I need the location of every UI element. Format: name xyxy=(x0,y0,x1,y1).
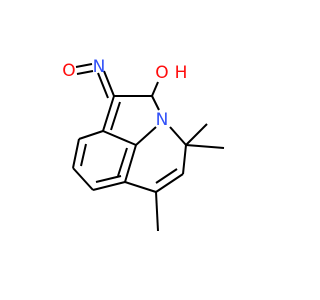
bond-c2-oh xyxy=(151,81,159,97)
bond-c4-me-a xyxy=(185,123,208,146)
atom-label-o-nitroso: O xyxy=(62,61,75,81)
bond-c9-c8-inner xyxy=(80,143,87,167)
bond-c9-c8 xyxy=(72,138,80,169)
bond-c4-c5 xyxy=(182,144,187,175)
bond-c1-c9a xyxy=(102,95,115,132)
molecule-structure: O N O H N xyxy=(62,57,225,232)
bond-c6-c6a xyxy=(124,181,157,193)
bond-n-c1-double-a xyxy=(103,70,115,97)
atom-label-n-nitroso: N xyxy=(93,57,106,77)
bond-n-c1-double-b xyxy=(97,72,109,99)
bond-c4-me-b xyxy=(185,144,225,149)
bond-c9a-c9 xyxy=(78,130,104,140)
bond-c7-c6a-inner xyxy=(95,175,122,183)
bond-n-c8a xyxy=(135,126,157,146)
bond-o-n-double-a xyxy=(75,63,93,68)
bond-c6a-c8a xyxy=(124,144,137,183)
atom-label-n-ring: N xyxy=(156,110,169,130)
bond-c7-c6a xyxy=(92,181,126,191)
atom-label-o-hydroxyl: O xyxy=(155,63,168,83)
atom-labels: O N O H N xyxy=(62,57,187,130)
bond-o-n-double-b xyxy=(76,70,94,75)
bond-c5-c6-inner xyxy=(155,168,178,184)
bond-c6a-c8a-inner xyxy=(117,147,128,177)
bond-c2-n xyxy=(151,95,160,111)
bond-c1-c9a-inner xyxy=(110,101,121,131)
bond-c6-me xyxy=(155,191,159,232)
atom-label-h-hydroxyl: H xyxy=(175,63,188,83)
bonds xyxy=(72,63,225,232)
bond-c9a-c8a xyxy=(102,130,137,146)
bond-c8-c7 xyxy=(72,167,94,191)
bond-c5-c6 xyxy=(155,173,184,193)
bond-n-c4 xyxy=(169,126,187,146)
